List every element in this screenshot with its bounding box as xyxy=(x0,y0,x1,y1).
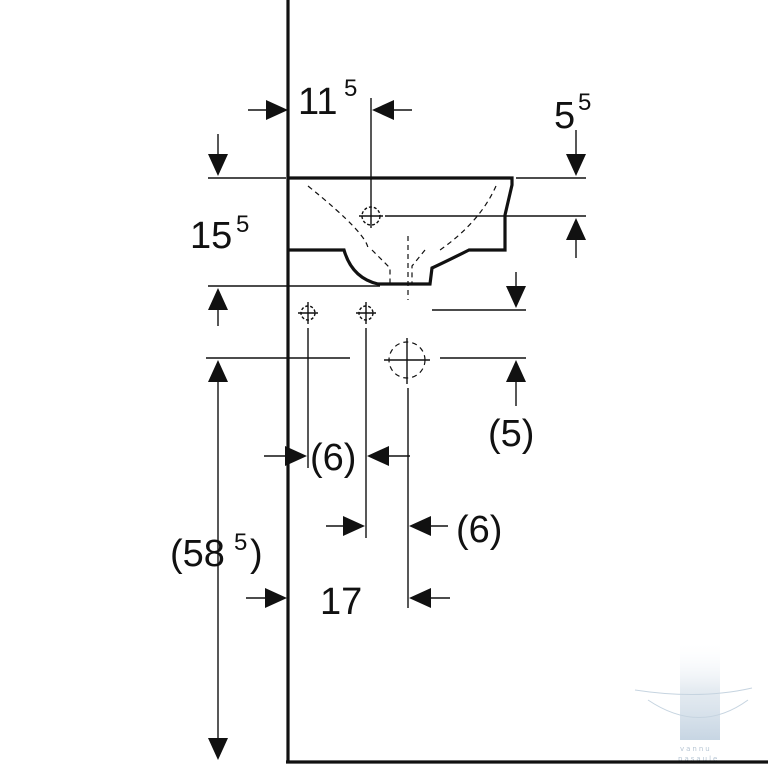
watermark-text-2: pasaule xyxy=(678,755,719,763)
dim-value: 15 xyxy=(190,215,232,257)
dim-superscript: 5 xyxy=(578,89,591,116)
supply-right-symbol xyxy=(356,302,376,324)
dim-superscript: 5 xyxy=(236,211,249,238)
basin-outline xyxy=(289,176,514,300)
watermark-text-1: vannu xyxy=(680,745,712,753)
waste-hidden-left xyxy=(371,249,391,284)
dim-value: 5 xyxy=(554,95,575,137)
dim-label-supply-spacing-a: (6) xyxy=(310,437,356,479)
dim-value: (5) xyxy=(488,413,534,455)
dim-value: 11 xyxy=(298,81,337,123)
bowl-right-hidden xyxy=(439,185,497,251)
dim-arrows xyxy=(208,100,586,760)
waste-hidden-right xyxy=(411,249,426,284)
dim-value: (6) xyxy=(310,437,356,479)
dim-close-paren: ) xyxy=(250,533,263,575)
dim-superscript: 5 xyxy=(234,529,247,556)
dim-label-wall-to-tap: 11 5 xyxy=(298,75,357,123)
dim-label-supply-spacing-b: (6) xyxy=(456,509,502,551)
tap-hole-symbol xyxy=(359,204,383,228)
dim-label-basin-height: 15 5 xyxy=(190,211,249,257)
bowl-left-hidden xyxy=(307,185,369,251)
supply-left-symbol xyxy=(298,302,318,324)
dim-superscript: 5 xyxy=(344,75,357,102)
dim-label-mounting-height: (58 5 ) xyxy=(170,529,263,575)
dim-value: 17 xyxy=(320,581,362,623)
watermark-logo: vannu pasaule xyxy=(634,640,753,763)
dim-value: (58 xyxy=(170,533,225,575)
dim-value: (6) xyxy=(456,509,502,551)
dim-label-wall-to-waste: 17 xyxy=(320,581,362,623)
waste-connection-symbol xyxy=(384,338,430,384)
dim-label-waste-below-tap: (5) xyxy=(488,413,534,455)
dim-label-front-offset: 5 5 xyxy=(554,89,591,137)
